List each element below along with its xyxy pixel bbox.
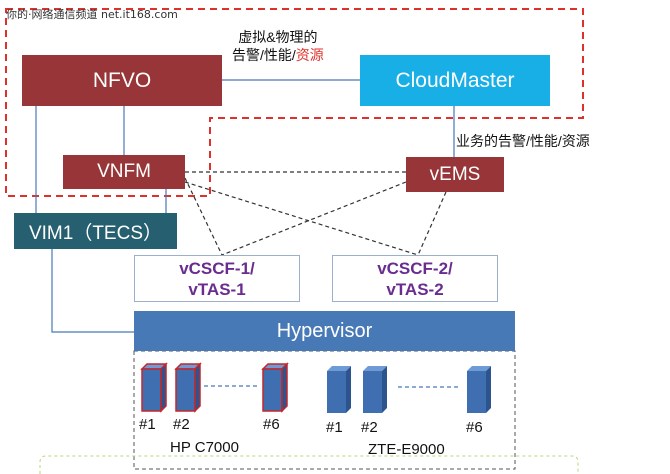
zte-server-1-icon (327, 366, 351, 413)
zte-server-6-icon (467, 366, 491, 413)
virtual-label-part-b: 资源 (295, 47, 324, 63)
virtual-physical-label: 虚拟&物理的 告警/性能/资源 (232, 28, 324, 64)
vcscf1-node: vCSCF-1/ vTAS-1 (134, 255, 300, 302)
hp-server-2-icon (174, 362, 202, 413)
vnfm-vcscf2-dashed (184, 181, 419, 256)
vems-vcscf1-dashed (221, 181, 407, 256)
hp-server-2-label: #2 (173, 416, 190, 433)
hp-server-6-icon (261, 362, 289, 413)
zte-server-2-icon (363, 366, 387, 413)
zte-server-group-name: ZTE-E9000 (368, 441, 445, 458)
nfvo-node: NFVO (22, 55, 222, 106)
vim-hypervisor-link (51, 249, 134, 333)
zte-server-2-label: #2 (361, 419, 378, 436)
vems-vcscf2-dashed (417, 191, 447, 256)
watermark-text: 你的·网络通信频道 net.it168.com (6, 8, 178, 21)
vcscf2-line2: vTAS-2 (386, 279, 444, 299)
virtual-label-line2: 告警/性能/资源 (232, 46, 324, 64)
management-region-border (5, 8, 584, 197)
vcscf2-line1: vCSCF-2/ (377, 258, 453, 278)
virtual-label-part-a: 告警/性能/ (232, 47, 296, 63)
vnfm-node: VNFM (63, 155, 185, 189)
vcscf1-line1: vCSCF-1/ (179, 258, 255, 278)
cloudmaster-node: CloudMaster (360, 55, 550, 106)
bottom-green-border (39, 455, 579, 474)
business-label: 业务的告警/性能/资源 (456, 133, 590, 149)
hp-server-1-label: #1 (139, 416, 156, 433)
vnfm-vcscf1-dashed (184, 177, 223, 256)
virtual-label-line1: 虚拟&物理的 (238, 29, 318, 45)
zte-server-1-label: #1 (326, 419, 343, 436)
hp-server-1-icon (140, 362, 168, 413)
hp-server-group-name: HP C7000 (170, 439, 239, 456)
vim1-node: VIM1（TECS） (14, 213, 177, 249)
hardware-enclosure (133, 350, 516, 470)
vcscf2-node: vCSCF-2/ vTAS-2 (332, 255, 498, 302)
hypervisor-node: Hypervisor (134, 311, 515, 351)
vems-node: vEMS (406, 157, 504, 192)
zte-server-6-label: #6 (466, 419, 483, 436)
vcscf1-line2: vTAS-1 (188, 279, 246, 299)
hp-server-6-label: #6 (263, 416, 280, 433)
